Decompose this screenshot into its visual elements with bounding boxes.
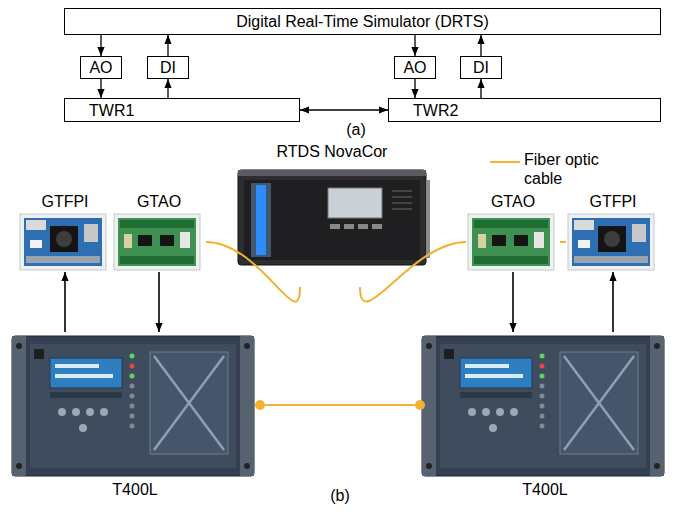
box-label: DI xyxy=(473,58,489,77)
box-label: TWR2 xyxy=(413,101,458,120)
relay-panel xyxy=(12,336,254,476)
legend-line-sample xyxy=(490,161,520,163)
interface-card: GTAO xyxy=(466,192,560,272)
box-label: AO xyxy=(89,58,112,77)
fiber-optic-cable xyxy=(260,404,420,406)
signal-arrow xyxy=(414,79,415,98)
device-label: T400L xyxy=(10,480,260,500)
analog-output-box: AO xyxy=(394,56,436,79)
signal-arrow xyxy=(612,272,614,332)
picture-area xyxy=(10,332,260,480)
relay-box: TWR1 xyxy=(64,98,300,122)
picture-area xyxy=(230,162,434,287)
signal-arrow xyxy=(300,109,388,110)
digital-input-box: DI xyxy=(147,56,189,79)
picture-area xyxy=(420,332,670,480)
novacor-chassis xyxy=(238,170,430,265)
device-label: GTFPI xyxy=(18,192,112,212)
fiber-optic-cable xyxy=(206,242,300,302)
signal-arrow xyxy=(480,79,481,98)
relay-device: T400L xyxy=(10,332,260,500)
gtao-board xyxy=(114,214,200,270)
gtfpi-board xyxy=(568,214,654,270)
subfigure-label: (b) xyxy=(324,486,356,506)
picture-area xyxy=(18,212,112,272)
device-label: GTAO xyxy=(112,192,206,212)
picture-area xyxy=(566,212,660,272)
interface-card: GTAO xyxy=(112,192,206,272)
signal-arrow xyxy=(167,79,168,98)
box-label: DI xyxy=(160,58,176,77)
picture-area xyxy=(466,212,560,272)
device-label: GTFPI xyxy=(566,192,660,212)
digital-input-box: DI xyxy=(460,56,502,79)
gtao-board xyxy=(468,214,554,270)
gtfpi-board xyxy=(20,214,106,270)
signal-arrow xyxy=(167,35,168,56)
picture-area xyxy=(112,212,206,272)
device-label: RTDS NovaCor xyxy=(230,142,434,162)
fiber-optic-cable xyxy=(560,241,566,243)
box-label: Digital Real-Time Simulator (DRTS) xyxy=(236,12,489,31)
simulator-box: Digital Real-Time Simulator (DRTS) xyxy=(64,8,661,35)
relay-device: T400L xyxy=(420,332,670,500)
device-label: T400L xyxy=(420,480,670,500)
interface-card: GTFPI xyxy=(18,192,112,272)
box-label: AO xyxy=(403,58,426,77)
subfigure-label: (a) xyxy=(340,120,372,140)
signal-arrow xyxy=(512,272,514,332)
simulator-device: RTDS NovaCor xyxy=(230,142,434,287)
signal-arrow xyxy=(480,35,481,56)
signal-arrow xyxy=(158,272,160,332)
signal-arrow xyxy=(100,79,101,98)
signal-arrow xyxy=(64,272,66,332)
fiber-optic-cable xyxy=(360,242,466,302)
legend-text: Fiber optic cable xyxy=(524,150,624,188)
box-label: TWR1 xyxy=(89,101,134,120)
interface-card: GTFPI xyxy=(566,192,660,272)
relay-panel xyxy=(422,336,664,476)
signal-arrow xyxy=(414,35,415,56)
device-label: GTAO xyxy=(466,192,560,212)
relay-box: TWR2 xyxy=(388,98,661,122)
signal-arrow xyxy=(100,35,101,56)
analog-output-box: AO xyxy=(80,56,122,79)
